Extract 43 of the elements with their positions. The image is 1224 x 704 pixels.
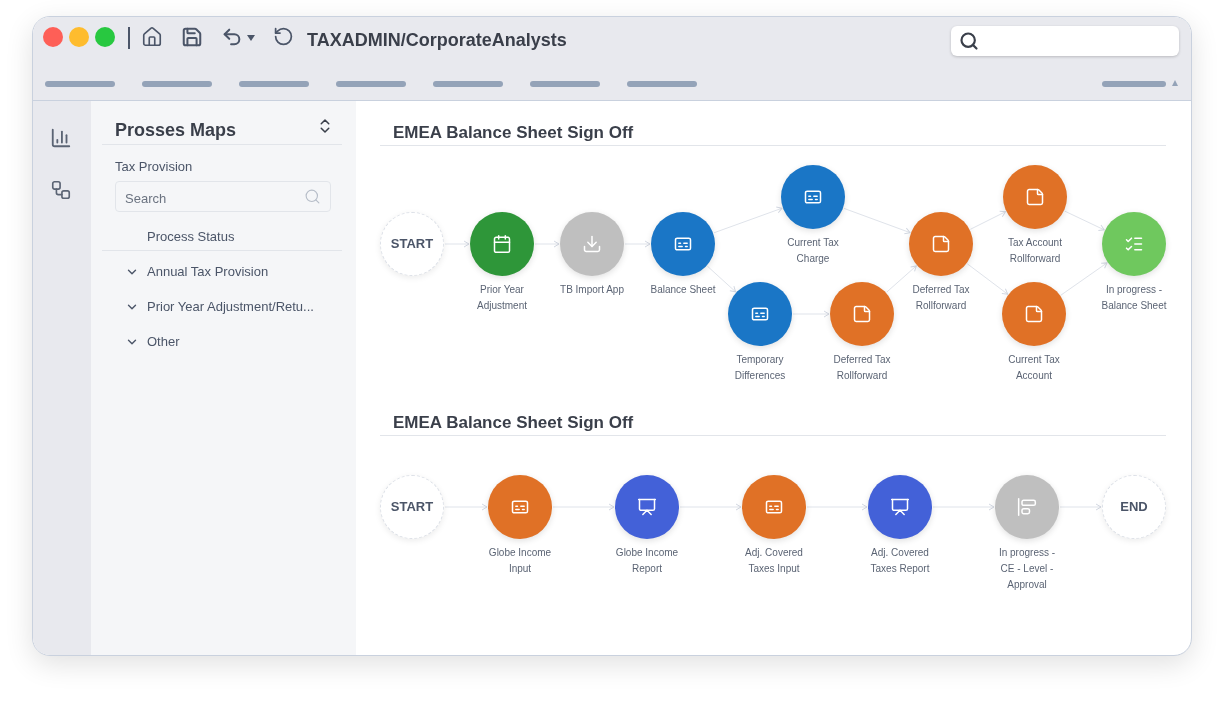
section-label: Tax Provision: [115, 158, 193, 176]
node-caption: Globe Income Input: [487, 546, 553, 576]
arrow: [1064, 210, 1105, 231]
arrow: [552, 503, 615, 511]
tree-item: Process Status: [147, 228, 235, 246]
node-caption: Deferred Tax Rollforward: [832, 353, 892, 383]
node-caption: Deferred Tax Rollforward: [911, 283, 971, 313]
arrow: [886, 265, 917, 293]
node-caption: Adj. Covered Taxes Report: [869, 546, 931, 576]
node-caption: Current Tax Account: [1007, 353, 1061, 383]
arrow: [706, 265, 737, 293]
arrow: [1059, 503, 1102, 511]
arrow: [444, 503, 488, 511]
node-caption: In progress - CE - Level - Approval: [997, 546, 1057, 592]
tree-item: Prior Year Adjustment/Retu...: [147, 298, 314, 316]
arrow: [806, 503, 868, 511]
arrow: [1060, 262, 1108, 296]
arrow: [843, 207, 911, 235]
node-caption: Globe Income Report: [614, 546, 680, 576]
sidebar-heading: Prosses Maps: [115, 119, 237, 142]
arrow: [713, 206, 783, 234]
search-placeholder: Search: [125, 190, 167, 208]
section-heading: EMEA Balance Sheet Sign Off: [393, 412, 634, 434]
arrow: [966, 263, 1009, 295]
arrow: [932, 503, 995, 511]
arrow: [792, 310, 830, 318]
section-heading: EMEA Balance Sheet Sign Off: [393, 122, 634, 144]
node-caption: Prior Year Adjustment: [476, 283, 528, 313]
node-caption: Balance Sheet: [649, 283, 717, 297]
arrow: [679, 503, 742, 511]
arrow: [970, 210, 1006, 230]
tree-item: Other: [147, 333, 180, 351]
node-caption: Tax Account Rollforward: [1007, 236, 1063, 266]
arrow: [534, 240, 560, 248]
arrow: [624, 240, 651, 248]
tree-item: Annual Tax Provision: [147, 263, 269, 281]
node-caption: Adj. Covered Taxes Input: [744, 546, 804, 576]
node-caption: Temporary Differences: [733, 353, 787, 383]
window-title: TAXADMIN/CorporateAnalysts: [307, 29, 567, 52]
node-caption: In progress - Balance Sheet: [1100, 283, 1168, 313]
node-caption: Current Tax Charge: [786, 236, 840, 266]
node-caption: TB Import App: [559, 283, 625, 297]
arrow: [444, 240, 470, 248]
